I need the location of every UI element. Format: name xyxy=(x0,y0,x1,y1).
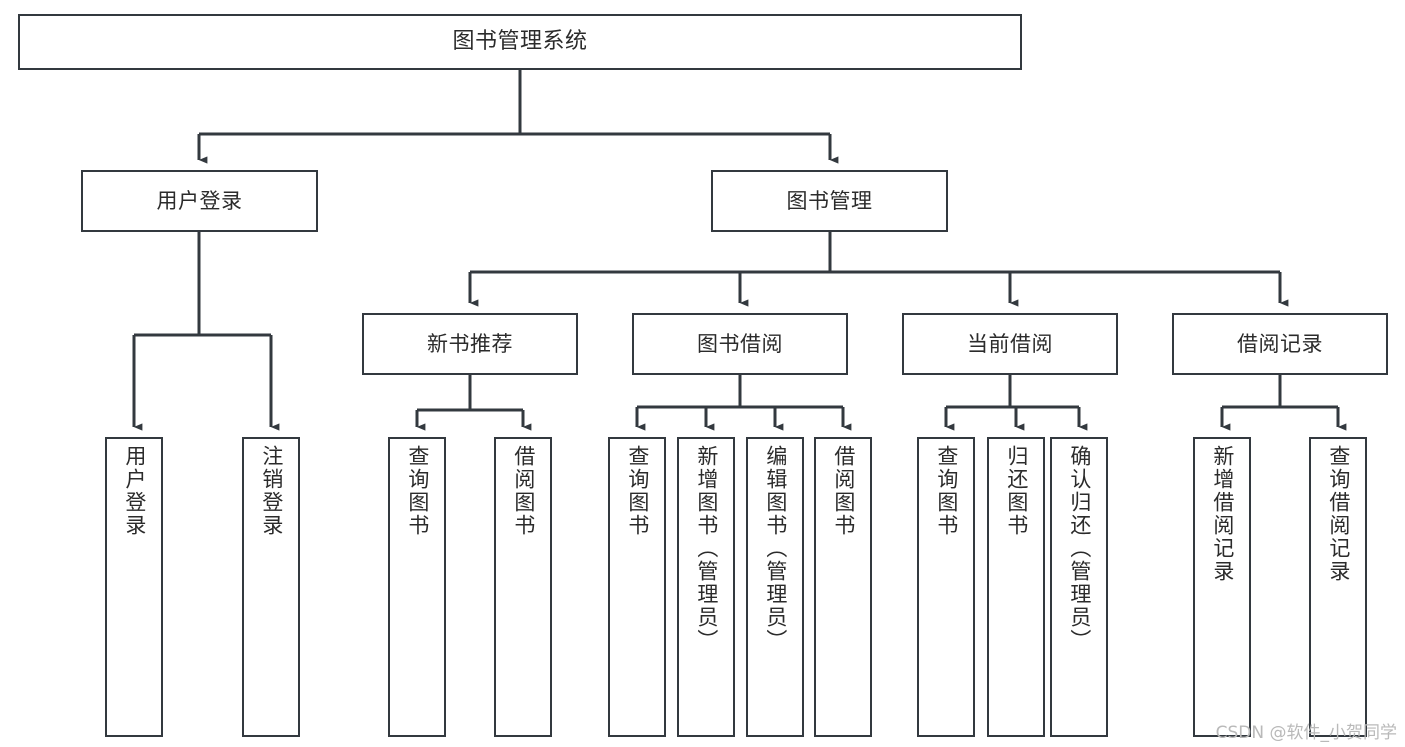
node-root-system[interactable]: 图书管理系统 xyxy=(18,14,1022,70)
leaf-current-borrow-return-label: 归还图书 xyxy=(1004,445,1029,537)
leaf-new-book-query-label: 查询图书 xyxy=(405,445,430,537)
leaf-book-borrow-lend-label: 借阅图书 xyxy=(831,445,856,537)
node-new-book-recommend[interactable]: 新书推荐 xyxy=(362,313,578,375)
node-borrow-record-label: 借阅记录 xyxy=(1237,331,1323,356)
leaf-current-borrow-query[interactable]: 查询图书 xyxy=(917,437,975,737)
leaf-current-borrow-confirm-label: 确认归还（管理员） xyxy=(1067,445,1092,652)
node-book-manage[interactable]: 图书管理 xyxy=(711,170,948,232)
node-current-borrow-label: 当前借阅 xyxy=(967,331,1053,356)
leaf-borrow-record-query-label: 查询借阅记录 xyxy=(1326,445,1351,583)
leaf-book-borrow-lend[interactable]: 借阅图书 xyxy=(814,437,872,737)
leaf-new-book-query[interactable]: 查询图书 xyxy=(388,437,446,737)
node-user-login[interactable]: 用户登录 xyxy=(81,170,318,232)
csdn-watermark: CSDN @软件_小贺同学 xyxy=(1215,723,1397,743)
leaf-current-borrow-confirm[interactable]: 确认归还（管理员） xyxy=(1050,437,1108,737)
leaf-user-login-logout[interactable]: 注销登录 xyxy=(242,437,300,737)
leaf-book-borrow-edit-label: 编辑图书（管理员） xyxy=(763,445,788,652)
node-book-manage-label: 图书管理 xyxy=(786,188,873,213)
leaf-current-borrow-query-label: 查询图书 xyxy=(934,445,959,537)
leaf-book-borrow-edit[interactable]: 编辑图书（管理员） xyxy=(746,437,804,737)
leaf-borrow-record-add[interactable]: 新增借阅记录 xyxy=(1193,437,1251,737)
node-current-borrow[interactable]: 当前借阅 xyxy=(902,313,1118,375)
leaf-borrow-record-add-label: 新增借阅记录 xyxy=(1210,445,1235,583)
leaf-user-login-login[interactable]: 用户登录 xyxy=(105,437,163,737)
leaf-book-borrow-add[interactable]: 新增图书（管理员） xyxy=(677,437,735,737)
leaf-current-borrow-return[interactable]: 归还图书 xyxy=(987,437,1045,737)
leaf-book-borrow-add-label: 新增图书（管理员） xyxy=(694,445,719,652)
leaf-borrow-record-query[interactable]: 查询借阅记录 xyxy=(1309,437,1367,737)
leaf-book-borrow-query-label: 查询图书 xyxy=(625,445,650,537)
leaf-user-login-login-label: 用户登录 xyxy=(122,445,147,537)
leaf-new-book-borrow-label: 借阅图书 xyxy=(511,445,536,537)
leaf-book-borrow-query[interactable]: 查询图书 xyxy=(608,437,666,737)
node-root-system-label: 图书管理系统 xyxy=(452,29,588,55)
node-user-login-label: 用户登录 xyxy=(156,188,243,213)
node-book-borrow[interactable]: 图书借阅 xyxy=(632,313,848,375)
node-book-borrow-label: 图书借阅 xyxy=(697,331,783,356)
node-new-book-recommend-label: 新书推荐 xyxy=(427,331,513,356)
leaf-new-book-borrow[interactable]: 借阅图书 xyxy=(494,437,552,737)
node-borrow-record[interactable]: 借阅记录 xyxy=(1172,313,1388,375)
leaf-user-login-logout-label: 注销登录 xyxy=(259,445,284,537)
